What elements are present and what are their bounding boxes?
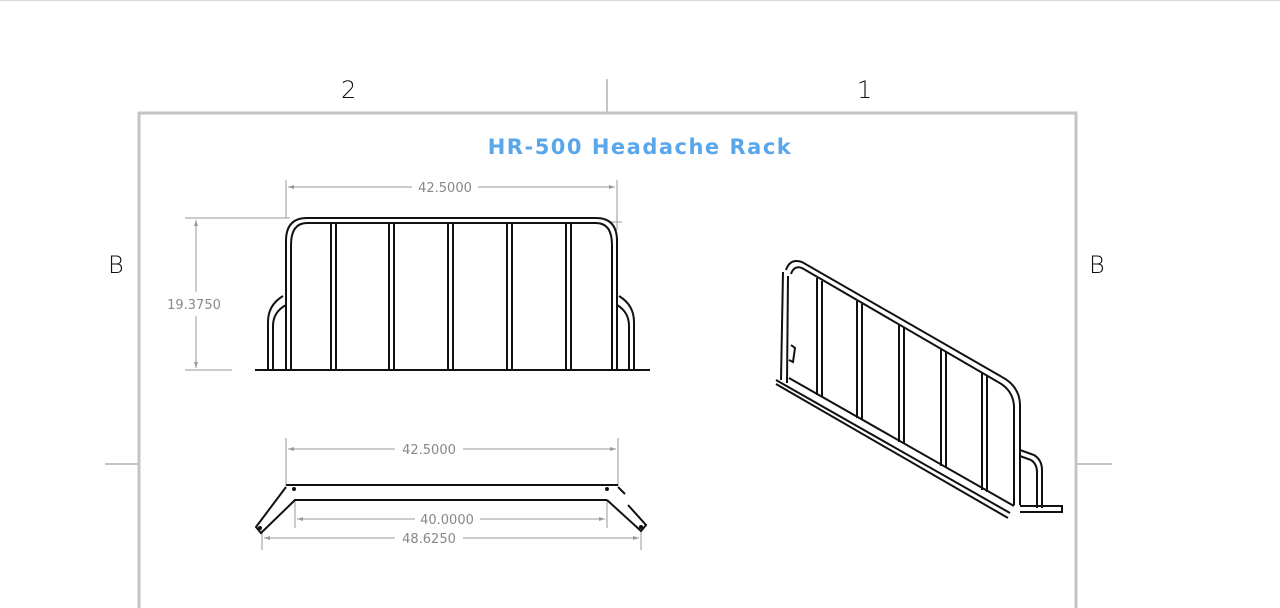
zone-tick-marks (105, 79, 1112, 465)
sheet-border (137, 111, 1078, 608)
dim-front-width: 42.5000 (418, 181, 472, 196)
dim-top-overall-top: 42.5000 (402, 443, 456, 458)
zone-label-b-left: B (108, 251, 124, 279)
dim-top-overall-bottom: 48.6250 (402, 532, 456, 547)
dim-top-inner: 40.0000 (420, 513, 474, 528)
zone-label-b-right: B (1089, 251, 1105, 279)
dim-front-height: 19.3750 (167, 298, 221, 313)
zone-label-2: 2 (341, 76, 357, 104)
isometric-view (775, 260, 1063, 519)
dimension-labels: 42.5000 19.3750 42.5000 40.0000 48.6250 (167, 181, 474, 547)
window-top-edge (0, 0, 1280, 1)
zone-label-1: 1 (857, 76, 873, 104)
top-view (254, 438, 648, 550)
drawing-title: HR-500 Headache Rack (487, 135, 793, 159)
front-view (185, 180, 650, 371)
